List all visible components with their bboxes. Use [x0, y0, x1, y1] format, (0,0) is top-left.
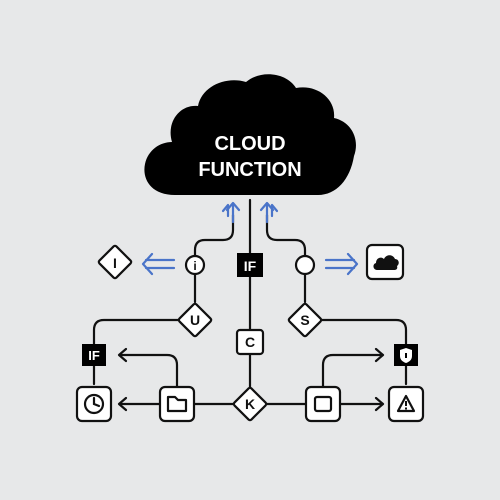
- if-block-top-label: IF: [244, 258, 257, 274]
- blue-arrows: [141, 201, 359, 276]
- decision-u-label: U: [190, 312, 200, 328]
- decision-u[interactable]: U: [177, 302, 213, 338]
- square-box-frame: [304, 385, 342, 423]
- cloud-icon: [373, 255, 399, 270]
- square-box[interactable]: [304, 385, 342, 423]
- cloud-title-line2: FUNCTION: [198, 159, 301, 181]
- decision-s-label: S: [300, 312, 309, 328]
- decision-k-shape: [232, 386, 268, 422]
- if-block-top[interactable]: IF: [237, 253, 263, 277]
- cloud-function-node[interactable]: CLOUD FUNCTION: [144, 74, 356, 195]
- cloud-title-line1: CLOUD: [214, 133, 285, 155]
- decision-s[interactable]: S: [287, 302, 323, 338]
- clock-icon: [83, 393, 105, 415]
- cloud-shape: [144, 74, 356, 195]
- if-block-left-bg: [82, 344, 106, 366]
- decision-s-shape: [287, 302, 323, 338]
- node-c-shape: [235, 328, 265, 356]
- decision-u-shape: [177, 302, 213, 338]
- if-block-top-bg: [237, 253, 263, 277]
- square-icon: [313, 395, 333, 413]
- warning-box[interactable]: [387, 385, 425, 423]
- info-diamond-shape: [97, 244, 133, 280]
- clock-box[interactable]: [75, 385, 113, 423]
- info-diamond-label: I: [113, 255, 117, 271]
- if-block-left-label: IF: [88, 348, 100, 363]
- info-circle-shape: [184, 254, 206, 276]
- folder-icon: [166, 395, 188, 413]
- info-circle-node[interactable]: i: [184, 254, 206, 276]
- folder-box-frame: [158, 385, 196, 423]
- cloud-icon-box[interactable]: [365, 243, 405, 281]
- circle-node[interactable]: [294, 254, 316, 276]
- connector-lines: [92, 198, 408, 406]
- node-c[interactable]: C: [235, 328, 265, 356]
- info-diamond-node[interactable]: I: [97, 244, 133, 280]
- shield-icon-mark: [405, 353, 407, 358]
- if-block-left[interactable]: IF: [82, 344, 106, 366]
- warning-icon: [396, 394, 416, 413]
- decision-k[interactable]: K: [232, 386, 268, 422]
- node-c-label: C: [245, 334, 255, 350]
- info-icon-label: i: [193, 259, 196, 273]
- decision-k-label: K: [245, 396, 255, 412]
- shield-block[interactable]: [394, 344, 418, 366]
- folder-box[interactable]: [158, 385, 196, 423]
